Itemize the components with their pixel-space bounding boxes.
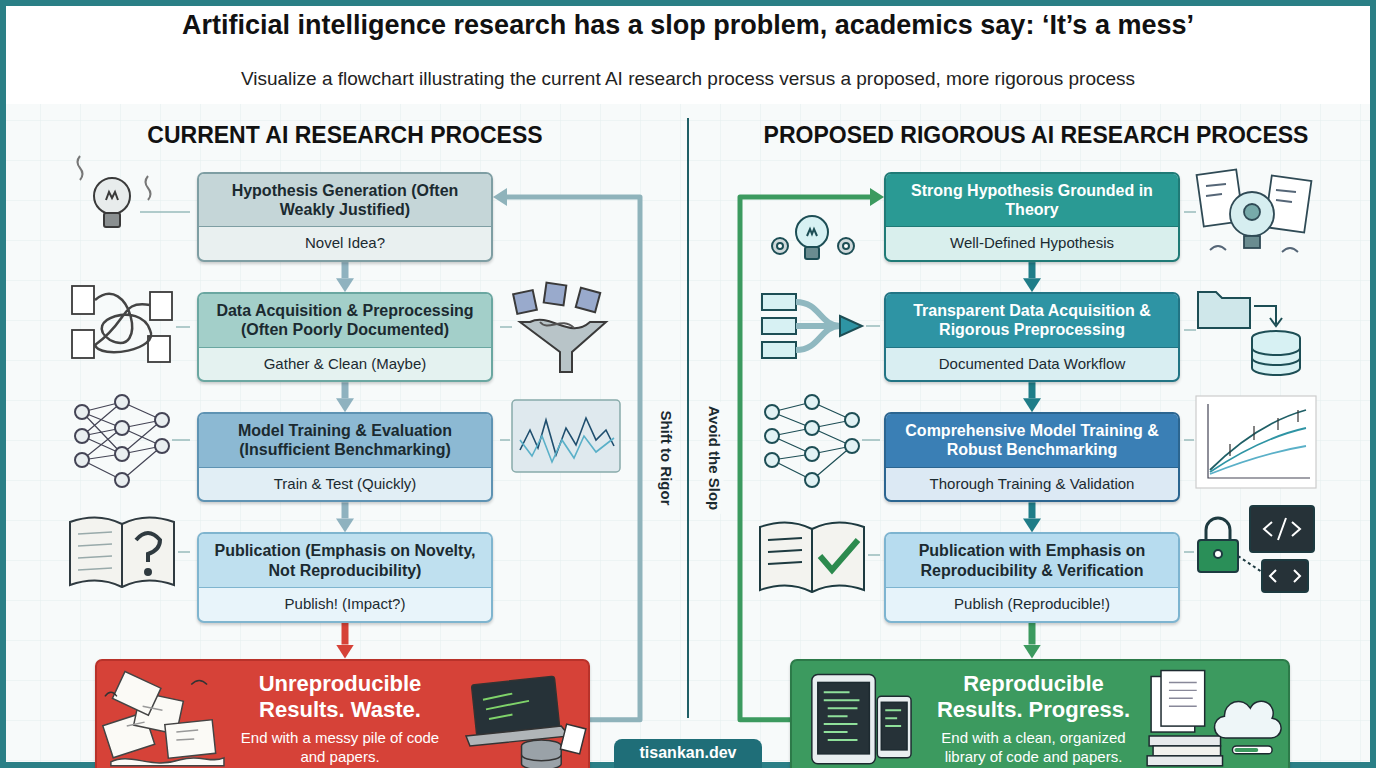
box-body: Train & Test (Quickly) (199, 467, 491, 501)
box-body: Publish! (Impact?) (199, 587, 491, 621)
flow-arrow (342, 623, 349, 645)
flow-arrow (342, 502, 349, 518)
book-check-icon (760, 522, 864, 592)
process-box: Transparent Data Acquisition & Rigorous … (884, 292, 1180, 382)
box-heading: Model Training & Evaluation (Insufficien… (199, 414, 491, 466)
flow-arrow (342, 382, 349, 398)
terminal-box: Reproducible Results. Progress.End with … (790, 659, 1290, 768)
flow-arrow (1029, 382, 1036, 398)
process-box: Comprehensive Model Training & Robust Be… (884, 412, 1180, 502)
title: Artificial intelligence research has a s… (10, 10, 1366, 41)
noisy-chart-icon (512, 400, 620, 472)
box-heading: Reproducible Results. Progress. (924, 669, 1143, 726)
process-box: Publication (Emphasis on Novelty, Not Re… (197, 532, 493, 622)
pipeline-icon (762, 294, 862, 358)
watermark: tisankan.dev (614, 739, 762, 768)
edge-label: Avoid the Slop (705, 402, 724, 514)
terminal-box: Unreproducible Results. Waste.End with a… (95, 659, 590, 768)
box-heading: Comprehensive Model Training & Robust Be… (886, 414, 1178, 466)
flow-arrow (342, 262, 349, 278)
flow-arrow (1029, 623, 1036, 645)
bulb-gears-icon (772, 216, 854, 259)
box-body: Well-Defined Hypothesis (886, 226, 1178, 260)
box-heading: Unreproducible Results. Waste. (232, 669, 448, 726)
flow-arrow (1029, 502, 1036, 518)
process-box: Hypothesis Generation (Often Weakly Just… (197, 172, 493, 262)
neural-network-icon (75, 395, 169, 487)
lightbulb-icon (78, 156, 151, 227)
flow-arrow (1029, 262, 1036, 278)
tangled-papers-icon (72, 286, 172, 362)
box-body: End with a messy pile of code and papers… (232, 725, 448, 768)
process-box: Publication with Emphasis on Reproducibi… (884, 532, 1180, 622)
box-heading: Transparent Data Acquisition & Rigorous … (886, 294, 1178, 346)
box-heading: Publication (Emphasis on Novelty, Not Re… (199, 534, 491, 586)
theory-papers-icon (1197, 169, 1312, 252)
box-body: Gather & Clean (Maybe) (199, 347, 491, 381)
box-body: Publish (Reproducible!) (886, 587, 1178, 621)
box-body: End with a clean, organized library of c… (924, 725, 1143, 768)
process-box: Strong Hypothesis Grounded in TheoryWell… (884, 172, 1180, 262)
subtitle: Visualize a flowchart illustrating the c… (20, 68, 1356, 90)
box-heading: Hypothesis Generation (Often Weakly Just… (199, 174, 491, 226)
column-heading: CURRENT AI RESEARCH PROCESS (20, 122, 670, 149)
process-box: Data Acquisition & Preprocessing (Often … (197, 292, 493, 382)
feedback-arrow (507, 197, 640, 720)
book-question-icon (70, 517, 174, 587)
column-heading: PROPOSED RIGOROUS AI RESEARCH PROCESS (706, 122, 1366, 149)
box-body: Documented Data Workflow (886, 347, 1178, 381)
benchmark-chart-icon (1196, 396, 1316, 488)
box-heading: Strong Hypothesis Grounded in Theory (886, 174, 1178, 226)
neural-network-icon (765, 395, 859, 487)
lock-code-icon (1198, 506, 1314, 592)
box-heading: Data Acquisition & Preprocessing (Often … (199, 294, 491, 346)
box-body: Novel Idea? (199, 226, 491, 260)
feedback-arrow (740, 197, 870, 720)
process-box: Model Training & Evaluation (Insufficien… (197, 412, 493, 502)
funnel-icon (513, 283, 606, 372)
edge-label: Shift to Rigor (657, 407, 676, 510)
box-body: Thorough Training & Validation (886, 467, 1178, 501)
folder-database-icon (1198, 292, 1300, 375)
box-heading: Publication with Emphasis on Reproducibi… (886, 534, 1178, 586)
